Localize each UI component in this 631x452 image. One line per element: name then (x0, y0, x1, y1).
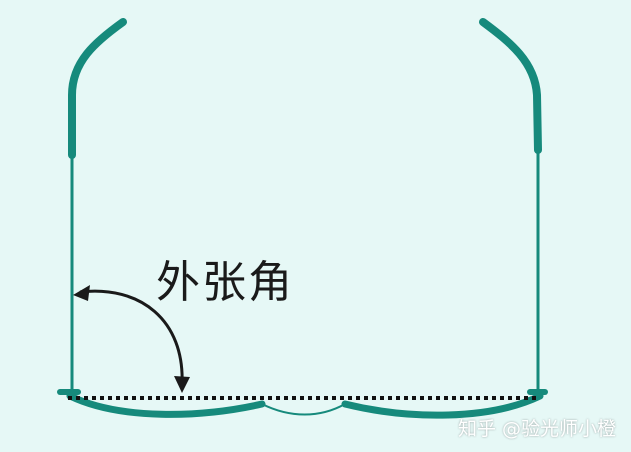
right-temple (479, 18, 542, 392)
watermark-text: 知乎 @验光师小橙 (458, 418, 617, 440)
arrowhead-left-icon (73, 285, 90, 301)
left-temple (68, 18, 127, 392)
front-frame (57, 389, 548, 419)
angle-arc-arrow (73, 285, 190, 393)
angle-label: 外张角 (156, 257, 294, 308)
arrowhead-down-icon (174, 376, 190, 393)
